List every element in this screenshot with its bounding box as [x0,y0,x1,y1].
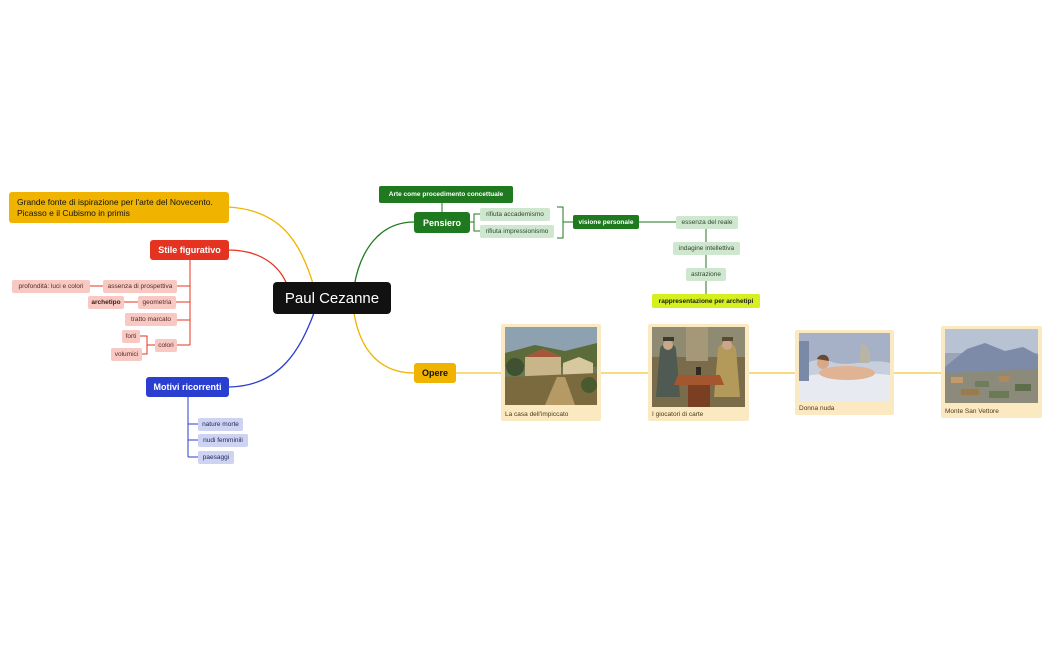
pensiero-chain-item[interactable]: indagine intellettiva [673,242,740,255]
topic-pensiero[interactable]: Pensiero [414,212,470,233]
topic-stile-figurativo[interactable]: Stile figurativo [150,240,229,260]
artwork-title: I giocatori di carte [652,411,704,418]
motivi-item[interactable]: nature morte [198,418,243,431]
connector-root-pensiero [353,221,415,288]
stile-forti[interactable]: forti [122,330,140,343]
stile-geometria[interactable]: geometria [138,296,176,309]
stile-profondita[interactable]: profondità: luci e colori [12,280,90,293]
stile-assenza-prospettiva[interactable]: assenza di prospettiva [103,280,177,293]
motivi-item[interactable]: nudi femminili [198,434,248,447]
connector-root-note [227,206,315,288]
note-inspiration[interactable]: Grande fonte di ispirazione per l'arte d… [9,192,229,223]
artwork-image [799,333,890,401]
pensiero-rappresentazione[interactable]: rappresentazione per archetipi [652,294,760,308]
pensiero-visione-personale[interactable]: visione personale [573,215,639,229]
connector-root-stile [227,249,289,288]
pensiero-chain-item[interactable]: astrazione [686,268,726,281]
topic-opere[interactable]: Opere [414,363,456,383]
motivi-item[interactable]: paesaggi [198,451,234,464]
artwork-title: Monte San Vettore [945,408,999,415]
artwork-image [945,329,1038,403]
pensiero-chain-item[interactable]: essenza del reale [676,216,738,229]
pensiero-concetto[interactable]: Arte come procedimento concettuale [379,186,513,203]
topic-motivi-ricorrenti[interactable]: Motivi ricorrenti [146,377,229,397]
note-text: Grande fonte di ispirazione per l'arte d… [17,196,213,218]
pensiero-rifiuto[interactable]: rifiuta accademismo [480,208,550,221]
connector-root-opere [353,312,415,374]
artwork-card[interactable]: Donna nuda [795,330,894,415]
artwork-image [505,327,597,405]
stile-colori[interactable]: colori [155,339,177,352]
artwork-card[interactable]: Monte San Vettore [941,326,1042,418]
stile-archetipo[interactable]: archetipo [88,296,124,309]
artwork-image [652,327,745,407]
artwork-card[interactable]: I giocatori di carte [648,324,749,421]
stile-tratto-marcato[interactable]: tratto marcato [125,313,177,326]
artwork-card[interactable]: La casa dell'impiccato [501,324,601,421]
root-node[interactable]: Paul Cezanne [273,282,391,314]
artwork-title: La casa dell'impiccato [505,411,569,418]
stile-volumici[interactable]: volumici [111,348,142,361]
root-label: Paul Cezanne [284,289,380,307]
connector-root-motivi [228,312,315,388]
artwork-title: Donna nuda [799,405,835,412]
pensiero-rifiuto[interactable]: rifiuta impressionismo [480,225,554,238]
bracket-rifiuti [557,206,564,239]
